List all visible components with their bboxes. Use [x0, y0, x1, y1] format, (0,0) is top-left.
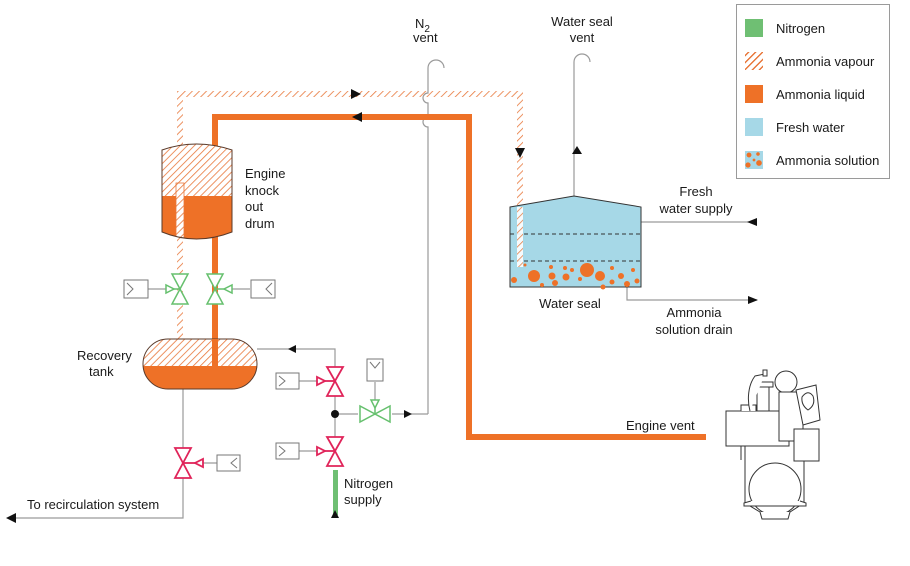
recovery-return-valve[interactable]	[316, 366, 345, 397]
n2-vent-line	[422, 59, 445, 414]
water-seal-vent-label: Water seal	[551, 14, 613, 29]
knock-out-drum-label-1: Engine	[245, 166, 285, 181]
knock-out-drum-label-3: out	[245, 199, 263, 214]
actuator-icon	[275, 442, 300, 460]
knock-out-drum-label-2: knock	[245, 183, 279, 198]
recovery-tank	[142, 338, 258, 390]
flow-arrow-left-icon	[352, 112, 362, 122]
knock-out-drum	[161, 143, 233, 240]
gray-pipes	[14, 53, 757, 519]
ammonia-solution-bubbles	[511, 263, 640, 290]
legend: Nitrogen Ammonia vapour Ammonia liquid F…	[736, 4, 890, 179]
junction-node	[331, 410, 339, 418]
legend-item-ammonia-vapour: Ammonia vapour	[745, 52, 874, 70]
fresh-water-label-1: Fresh	[679, 184, 712, 199]
nitrogen-supply-line	[333, 470, 338, 515]
n2-vent-valve[interactable]	[359, 399, 391, 424]
ammonia-solution-swatch-icon	[745, 151, 763, 169]
recirculation-valve[interactable]	[173, 447, 204, 479]
fresh-water-swatch-icon	[745, 118, 763, 136]
recovery-tank-label-2: tank	[89, 364, 114, 379]
actuator-icon	[275, 372, 300, 390]
water-seal-vent-label-2: vent	[570, 30, 595, 45]
actuator-icon	[216, 454, 241, 472]
vapour-isolation-valve[interactable]	[165, 273, 190, 305]
nitrogen-swatch-icon	[745, 19, 763, 37]
ammonia-vapour-swatch-icon	[745, 52, 763, 70]
recirculation-line	[14, 472, 184, 519]
actuator-icon	[250, 279, 276, 299]
water-seal-tank	[509, 195, 642, 290]
recirculation-arrow-icon	[6, 513, 16, 523]
ammonia-liquid-swatch-icon	[745, 85, 763, 103]
nitrogen-supply-label-1: Nitrogen	[344, 476, 393, 491]
legend-item-fresh-water: Fresh water	[745, 118, 845, 136]
water-seal-label: Water seal	[539, 296, 601, 311]
knock-out-drum-label-4: drum	[245, 216, 275, 231]
nitrogen-supply-label-2: supply	[344, 492, 382, 507]
engine-vent-label: Engine vent	[626, 418, 695, 433]
nitrogen-arrow-icon	[331, 510, 339, 518]
nitrogen-supply-valve[interactable]	[316, 436, 345, 467]
engine-icon	[725, 369, 821, 520]
recirculation-label: To recirculation system	[27, 497, 159, 512]
n2-vent-label-2: vent	[413, 30, 438, 45]
drain-label-1: Ammonia	[667, 305, 723, 320]
flow-arrow-right-icon	[351, 89, 361, 99]
liquid-isolation-valve[interactable]	[205, 273, 233, 305]
fresh-water-arrow-icon	[747, 218, 757, 226]
actuator-icon	[123, 279, 149, 299]
drain-arrow-icon	[748, 296, 758, 304]
n2-vent-arrow-icon	[404, 410, 412, 418]
flow-arrow-down-icon	[515, 148, 525, 158]
vent-arrow-up-icon	[572, 146, 582, 154]
actuator-icon	[366, 358, 384, 382]
fresh-water-label-2: water supply	[659, 201, 733, 216]
return-arrow-icon	[288, 345, 296, 353]
water-seal-vent-line	[573, 53, 591, 196]
legend-item-ammonia-solution: Ammonia solution	[745, 151, 879, 169]
recovery-tank-label-1: Recovery	[77, 348, 132, 363]
n2-vent-label: N2	[415, 16, 430, 35]
legend-item-nitrogen: Nitrogen	[745, 19, 825, 37]
ammonia-solution-drain-line	[626, 285, 757, 301]
legend-item-ammonia-liquid: Ammonia liquid	[745, 85, 865, 103]
drain-label-2: solution drain	[655, 322, 732, 337]
diagram-labels: N2 vent Water seal vent Engine knock out…	[27, 14, 733, 512]
